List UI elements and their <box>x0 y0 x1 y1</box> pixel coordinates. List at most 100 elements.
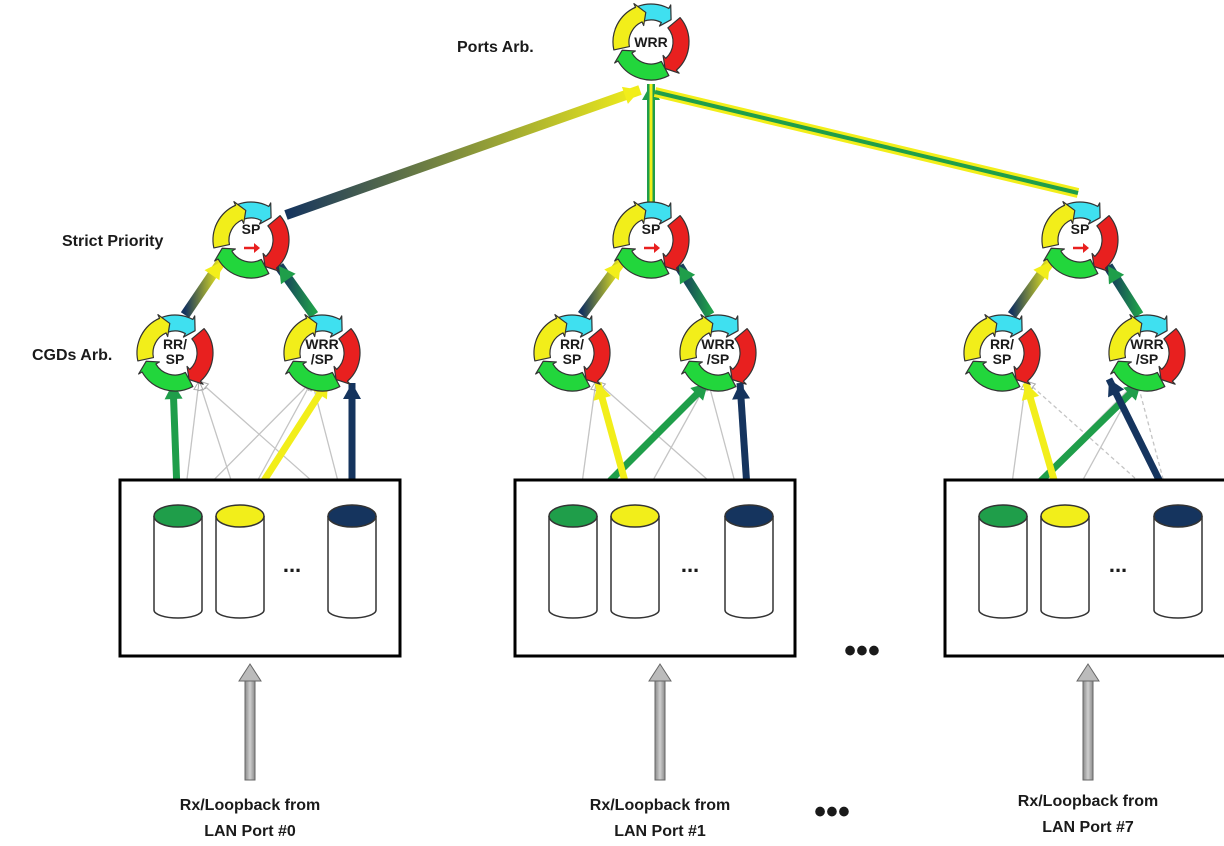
q-link-navy-port0-head <box>343 383 361 399</box>
q-link-yellow-port1-head <box>593 383 611 401</box>
wrr-arbiter-label1-port0: WRR <box>305 336 338 352</box>
rr-sp-arbiter-icon-port1-yellow-segment <box>533 314 568 362</box>
rr-sp-arbiter-icon-port1-red-segment <box>583 327 611 385</box>
wrr-sp-arbiter-icon-port0-center <box>298 329 346 377</box>
rr-sp-arbiter-icon-port0-yellow-segment <box>136 314 171 362</box>
root-arbiter-label: WRR <box>634 34 667 50</box>
wrr-arbiter-label2-port1: /SP <box>707 351 730 367</box>
link-layer <box>164 84 1183 521</box>
root-wrr-arbiter-icon-center <box>627 18 675 66</box>
sp-arbiter-icon-port1-center <box>627 216 675 264</box>
queue-ellipsis-port1: ... <box>681 552 699 577</box>
queue-cylinder-port1-1 <box>610 516 660 619</box>
sp-arbiter-icon-port1-green-segment <box>614 247 670 279</box>
sp-arbiter-icon-port0-priority-arrow-head <box>254 243 260 253</box>
queue-cylinder-port2-0 <box>978 516 1028 619</box>
queue-top-port2-1 <box>1040 504 1090 528</box>
cgds-arb-label: CGDs Arb. <box>32 347 112 364</box>
sp-arbiter-label-port0: SP <box>242 221 261 237</box>
wrr-sp-arbiter-icon-port2-green-segment <box>1110 360 1166 392</box>
input-arrow-head-port1 <box>648 663 672 682</box>
queue-top-port0-0 <box>153 504 203 528</box>
wrr-sp-arbiter-icon-port2-center <box>1123 329 1171 377</box>
input-arrow-head-port2 <box>1076 663 1100 682</box>
link-right-to-sp-port1-head <box>679 266 696 285</box>
rr-sp-arbiter-icon-port1 <box>533 314 611 392</box>
rr-sp-arbiter-icon-port2-yellow-segment <box>963 314 998 362</box>
input-arrow-shaft-port1 <box>654 679 666 781</box>
rr-arbiter-label1-port7: RR/ <box>990 336 1014 352</box>
input-label-line1-port7: Rx/Loopback from <box>1018 793 1158 810</box>
sp-arbiter-icon-port0-yellow-segment <box>212 201 247 249</box>
input-label-line1-port1: Rx/Loopback from <box>590 797 730 814</box>
input-label-line2-port0: LAN Port #0 <box>204 823 296 840</box>
root-wrr-arbiter-icon-red-segment <box>662 16 690 74</box>
queue-top-port1-2 <box>724 504 774 528</box>
wrr-arbiter-label1-port1: WRR <box>701 336 734 352</box>
link-sp0-to-root <box>284 85 642 220</box>
rr-arbiter-label2-port7: SP <box>993 351 1012 367</box>
wrr-sp-arbiter-icon-port1-center <box>694 329 742 377</box>
wrr-sp-arbiter-icon-port0-yellow-segment <box>283 314 318 362</box>
link-left-to-sp-port1-head <box>604 262 621 281</box>
rr-sp-arbiter-icon-port0-center <box>151 329 199 377</box>
queue-cylinder-port0-0 <box>153 516 203 619</box>
queue-top-port2-0 <box>978 504 1028 528</box>
rr-arbiter-label2-port1: SP <box>563 351 582 367</box>
arbiter-layer <box>136 3 1186 392</box>
sp-arbiter-icon-port2-red-segment <box>1091 214 1119 272</box>
sp-arbiter-label-port1: SP <box>642 221 661 237</box>
queue-top-port1-0 <box>548 504 598 528</box>
sp-arbiter-icon-port1-yellow-segment <box>612 201 647 249</box>
link-left-to-sp-port0-head <box>204 262 221 281</box>
rr-sp-arbiter-icon-port0-green-segment <box>138 360 194 392</box>
q-link-navy-port1-head <box>732 383 751 400</box>
wrr-arbiter-label2-port0: /SP <box>311 351 334 367</box>
link-left-to-sp-port2-head <box>1033 262 1050 281</box>
sp-arbiter-icon-port2-priority-arrow-head <box>1083 243 1089 253</box>
queue-cylinder-port1-0 <box>548 516 598 619</box>
wrr-sp-arbiter-icon-port2-red-segment <box>1158 327 1186 385</box>
q-link-yellow-port2-head <box>1021 383 1040 401</box>
sp-arbiter-icon-port2-center <box>1056 216 1104 264</box>
queue-ellipsis-port0: ... <box>283 552 301 577</box>
root-wrr-arbiter-icon-green-segment <box>614 49 670 81</box>
input-arrow-head-port0 <box>238 663 262 682</box>
rr-sp-arbiter-icon-port1-center <box>548 329 596 377</box>
sp-arbiter-icon-port1 <box>612 201 690 279</box>
input-arrow-shaft-port2 <box>1082 679 1094 781</box>
root-wrr-arbiter-icon <box>612 3 690 81</box>
wrr-sp-arbiter-icon-port2-yellow-segment <box>1108 314 1143 362</box>
wrr-sp-arbiter-icon-port1-yellow-segment <box>679 314 714 362</box>
queue-boxes <box>118 478 1224 781</box>
rr-sp-arbiter-icon-port1-green-segment <box>535 360 591 392</box>
sp-arbiter-icon-port0-green-segment <box>214 247 270 279</box>
sp-arbiter-icon-port2 <box>1041 201 1119 279</box>
queue-ellipsis-port7: ... <box>1109 552 1127 577</box>
rr-arbiter-label1-port0: RR/ <box>163 336 187 352</box>
rr-arbiter-label1-port1: RR/ <box>560 336 584 352</box>
queue-cylinder-port0-1 <box>215 516 265 619</box>
wrr-arbiter-label2-port7: /SP <box>1136 351 1159 367</box>
link-right-to-sp-port2-head <box>1108 266 1125 285</box>
input-arrow-shaft-port0 <box>244 679 256 781</box>
root-wrr-arbiter-icon-yellow-segment <box>612 3 647 51</box>
wrr-sp-arbiter-icon-port1 <box>679 314 757 392</box>
queue-cylinder-port2-1 <box>1040 516 1090 619</box>
rr-sp-arbiter-icon-port2-green-segment <box>965 360 1021 392</box>
wrr-arbiter-label1-port7: WRR <box>1130 336 1163 352</box>
queue-cylinder-port2-2 <box>1153 516 1203 619</box>
sp-arbiter-icon-port1-priority-arrow-head <box>654 243 660 253</box>
sp-arbiter-icon-port2-yellow-segment <box>1041 201 1076 249</box>
link-sp0-to-root-head <box>621 86 640 104</box>
wrr-sp-arbiter-icon-port0 <box>283 314 361 392</box>
sp-arbiter-icon-port0 <box>212 201 290 279</box>
wrr-sp-arbiter-icon-port1-red-segment <box>729 327 757 385</box>
rr-sp-arbiter-icon-port2 <box>963 314 1041 392</box>
rr-arbiter-label2-port0: SP <box>166 351 185 367</box>
input-label-line2-port7: LAN Port #7 <box>1042 819 1134 836</box>
strict-priority-label: Strict Priority <box>62 233 163 250</box>
input-label-line1-port0: Rx/Loopback from <box>180 797 320 814</box>
input-label-line2-port1: LAN Port #1 <box>614 823 706 840</box>
